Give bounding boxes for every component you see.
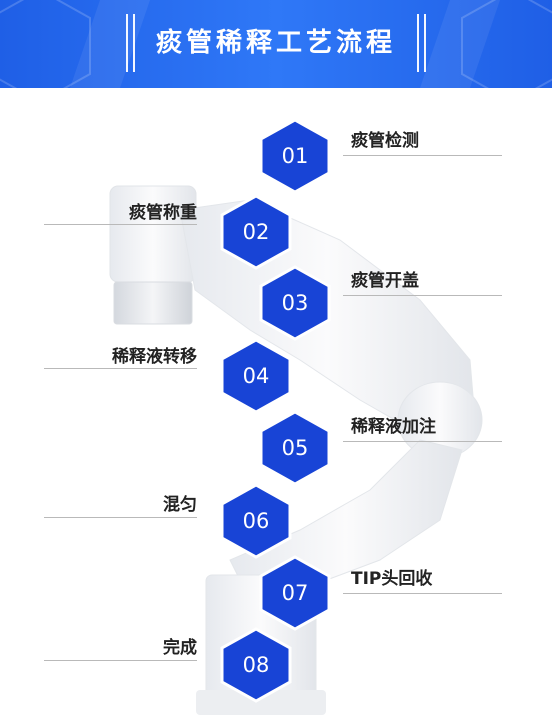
step-number: 06 bbox=[242, 509, 270, 533]
hexagon-shape bbox=[220, 338, 292, 414]
step-number: 07 bbox=[281, 581, 309, 605]
step-underline-02 bbox=[44, 224, 197, 225]
step-hexagon-03: 03 bbox=[257, 265, 333, 341]
step-number: 05 bbox=[281, 436, 309, 460]
step-number: 02 bbox=[242, 220, 270, 244]
step-number: 08 bbox=[242, 653, 270, 677]
hexagon-shape bbox=[259, 265, 331, 341]
title-bar-right-inner bbox=[417, 14, 419, 72]
step-hexagon-01: 01 bbox=[257, 118, 333, 194]
step-label-07: TIP头回收 bbox=[351, 569, 433, 589]
step-label-01: 痰管检测 bbox=[351, 131, 419, 151]
title-bar-left-inner bbox=[133, 14, 135, 72]
step-underline-03 bbox=[343, 295, 502, 296]
step-underline-05 bbox=[343, 441, 502, 442]
hexagon-shape bbox=[259, 410, 331, 486]
header-banner: 痰管稀释工艺流程 bbox=[0, 0, 552, 88]
step-hexagon-07: 07 bbox=[257, 555, 333, 631]
step-hexagon-05: 05 bbox=[257, 410, 333, 486]
page-title: 痰管稀释工艺流程 bbox=[155, 28, 396, 58]
step-hexagon-08: 08 bbox=[218, 627, 294, 703]
hexagon-shape bbox=[220, 194, 292, 270]
step-number: 01 bbox=[281, 144, 309, 168]
title-bar-right-outer bbox=[424, 14, 426, 72]
step-underline-06 bbox=[44, 517, 197, 518]
hexagon-shape bbox=[220, 483, 292, 559]
step-label-06: 混匀 bbox=[163, 495, 197, 515]
header-pattern bbox=[0, 0, 552, 88]
step-number: 04 bbox=[242, 364, 270, 388]
hexagon-shape bbox=[220, 627, 292, 703]
step-underline-07 bbox=[343, 593, 502, 594]
step-label-03: 痰管开盖 bbox=[351, 271, 419, 291]
step-underline-08 bbox=[44, 660, 197, 661]
step-label-08: 完成 bbox=[163, 638, 197, 658]
step-underline-04 bbox=[44, 368, 197, 369]
step-label-05: 稀释液加注 bbox=[351, 417, 436, 437]
step-number: 03 bbox=[281, 291, 309, 315]
hexagon-shape bbox=[259, 555, 331, 631]
step-label-02: 痰管称重 bbox=[129, 203, 197, 223]
step-hexagon-06: 06 bbox=[218, 483, 294, 559]
title-bar-left-outer bbox=[126, 14, 128, 72]
step-hexagon-02: 02 bbox=[218, 194, 294, 270]
step-hexagon-04: 04 bbox=[218, 338, 294, 414]
hexagon-shape bbox=[259, 118, 331, 194]
step-label-04: 稀释液转移 bbox=[112, 347, 197, 367]
step-underline-01 bbox=[343, 155, 502, 156]
